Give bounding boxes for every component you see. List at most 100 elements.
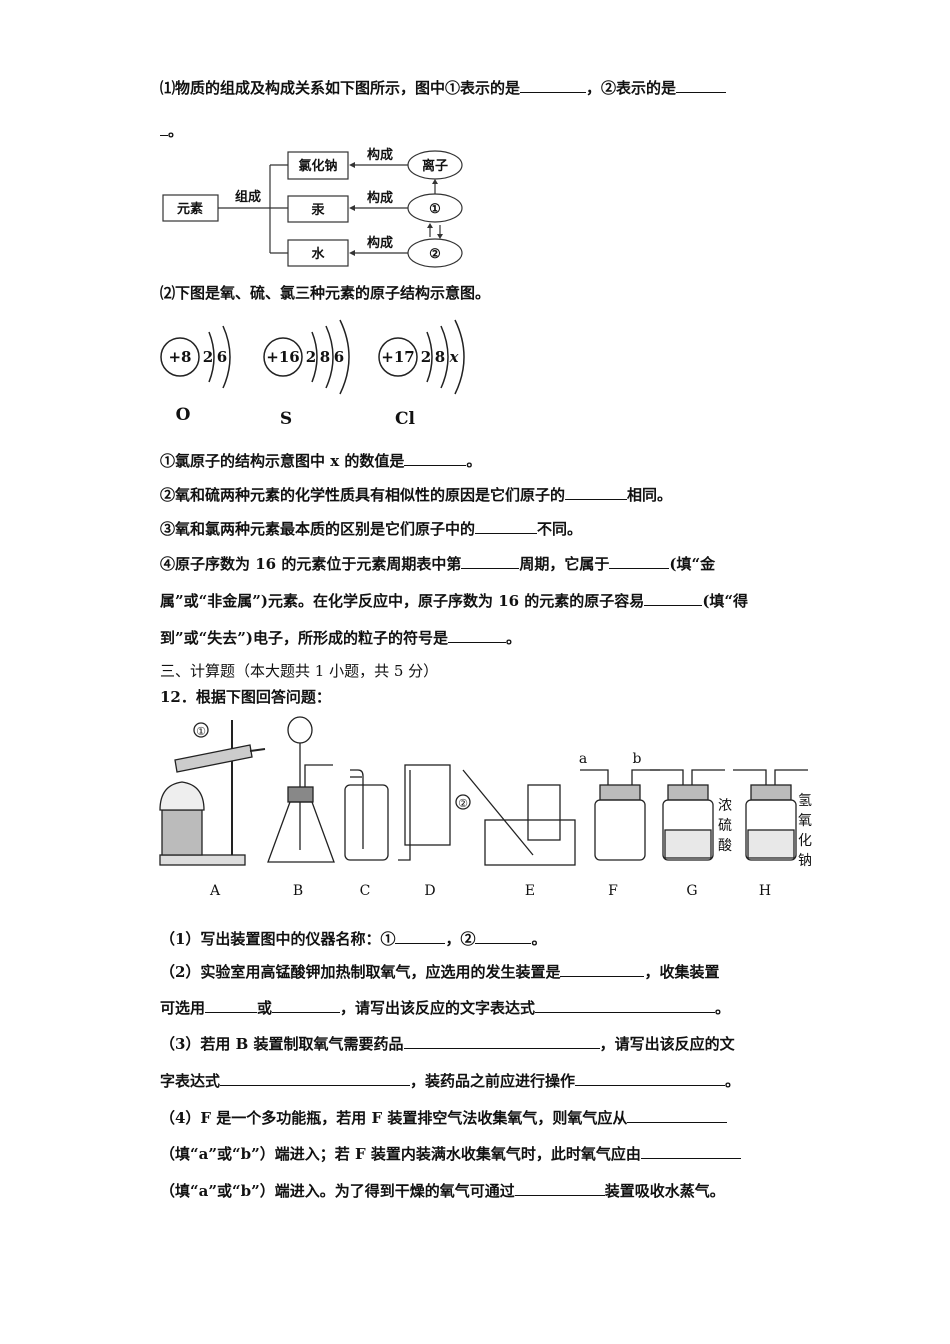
part-3-line1: （3）若用 B 装置制取氧气需要药品 ，请写出该反应的文 [160, 1033, 735, 1054]
text: 字表达式 [160, 1072, 221, 1090]
answer-blank[interactable] [475, 518, 538, 534]
text: 属”或“非金属”)元素。在化学反应中，原子序数为 16 的元素的原子容易 [160, 592, 645, 610]
apparatus-label: B [293, 883, 303, 899]
chlorine-nucleus: +17 [381, 348, 414, 366]
shell-count: 6 [217, 348, 227, 366]
shell-count: 6 [334, 348, 344, 366]
water-box: 水 [311, 246, 325, 262]
sub1: ①氯原子的结构示意图中 x 的数值是 。 [160, 450, 481, 471]
text: 相同。 [627, 486, 673, 504]
port-a-label: a [579, 751, 587, 767]
shell-count: 8 [320, 348, 330, 366]
answer-blank[interactable] [644, 590, 703, 606]
element-box: 元素 [177, 201, 203, 217]
liquid-label: 浓 [718, 798, 732, 814]
oxygen-nucleus: +8 [168, 348, 191, 366]
text: ③氧和氯两种元素最本质的区别是它们原子中的 [160, 520, 476, 538]
liquid-label: 钠 [798, 853, 812, 869]
answer-blank[interactable] [404, 450, 467, 466]
answer-blank[interactable] [520, 77, 587, 93]
text: ，②表示的是 [586, 79, 677, 97]
answer-blank[interactable] [205, 997, 258, 1013]
construct-label: 构成 [367, 235, 393, 251]
sub4-line3: 到”或“失去”)电子，所形成的粒子的符号是。 [160, 627, 521, 648]
composition-diagram: 元素 组成 氯化钠 汞 水 构成 构成 构成 离子 ① ② [162, 147, 463, 268]
mercury-box: 汞 [311, 203, 325, 218]
q2-title: ⑵下图是氧、硫、氯三种元素的原子结构示意图。 [160, 284, 491, 302]
text: ，收集装置 [644, 963, 720, 981]
answer-blank[interactable] [461, 553, 520, 569]
sub2: ②氧和硫两种元素的化学性质具有相似性的原因是它们原子的 相同。 [160, 484, 672, 505]
part-2-line2: 可选用或，请写出该反应的文字表达式。 [160, 997, 730, 1018]
answer-blank[interactable] [220, 1070, 411, 1086]
text: ⑴物质的组成及构成关系如下图所示，图中①表示的是 [160, 79, 521, 97]
apparatus-label: A [209, 883, 221, 899]
text: （填“a”或“b”）端进入；若 F 装置内装满水收集氧气时，此时氧气应由 [160, 1145, 641, 1163]
liquid-label: 酸 [718, 838, 732, 854]
section-heading: 三、计算题（本大题共 1 小题，共 5 分） [160, 662, 439, 680]
construct-label: 构成 [367, 147, 393, 163]
answer-blank[interactable] [627, 1107, 728, 1123]
text: （3）若用 B 装置制取氧气需要药品 [160, 1035, 404, 1053]
answer-blank[interactable] [575, 1070, 726, 1086]
sulfur-nucleus: +16 [266, 348, 299, 366]
apparatus-label: F [608, 883, 618, 899]
q1-line2: 。 [160, 120, 183, 141]
oxygen-symbol: O [176, 405, 191, 425]
text: ，② [445, 930, 476, 948]
text: ，请写出该反应的文 [599, 1035, 735, 1053]
text: ，装药品之前应进行操作 [410, 1072, 576, 1090]
sub4-line1: ④原子序数为 16 的元素位于元素周期表中第 周期，它属于 (填“金 [160, 553, 715, 574]
answer-blank[interactable] [395, 928, 446, 944]
q1-line1: ⑴物质的组成及构成关系如下图所示，图中①表示的是 ，②表示的是 [160, 77, 727, 98]
sub3: ③氧和氯两种元素最本质的区别是它们原子中的 不同。 [160, 518, 582, 539]
instrument-1-marker: ① [196, 725, 206, 738]
sub4-line2: 属”或“非金属”)元素。在化学反应中，原子序数为 16 的元素的原子容易(填“得 [160, 590, 748, 611]
liquid-label: 氧 [798, 813, 812, 829]
answer-blank[interactable] [403, 1033, 600, 1049]
text: (填“金 [669, 555, 716, 573]
shell-count: 8 [435, 348, 445, 366]
text: 装置吸收水蒸气。 [604, 1182, 725, 1200]
answer-blank[interactable] [609, 553, 670, 569]
answer-blank[interactable] [447, 627, 506, 643]
apparatus-label: H [759, 883, 771, 899]
shell-count: 2 [421, 348, 431, 366]
text: 。 [505, 629, 521, 647]
part-2-line1: （2）实验室用高锰酸钾加热制取氧气，应选用的发生装置是 ，收集装置 [160, 961, 719, 982]
text: 周期，它属于 [519, 555, 610, 573]
node-2: ② [429, 247, 441, 262]
answer-blank[interactable] [514, 1180, 605, 1196]
answer-blank[interactable] [475, 928, 532, 944]
apparatus-label: C [360, 883, 371, 899]
answer-blank[interactable] [535, 997, 716, 1013]
text: 。 [466, 452, 482, 470]
answer-blank[interactable] [560, 961, 645, 977]
text: 。 [715, 999, 731, 1017]
text: （1）写出装置图中的仪器名称：① [160, 930, 396, 948]
part-1: （1）写出装置图中的仪器名称：①，②。 [160, 928, 546, 949]
answer-blank[interactable] [640, 1143, 741, 1159]
liquid-label: 化 [798, 833, 812, 849]
shell-count: 2 [203, 348, 213, 366]
answer-blank[interactable] [676, 77, 727, 93]
text: 或 [257, 999, 273, 1017]
answer-blank[interactable] [565, 484, 628, 500]
question-12: 12．根据下图回答问题： [160, 688, 331, 706]
ion-node: 离子 [422, 158, 448, 174]
shell-count: 2 [306, 348, 316, 366]
apparatus-label: G [686, 883, 697, 899]
text: ②氧和硫两种元素的化学性质具有相似性的原因是它们原子的 [160, 486, 566, 504]
apparatus-label: E [525, 883, 535, 899]
answer-blank[interactable] [272, 997, 341, 1013]
part-3-line2: 字表达式 ，装药品之前应进行操作 。 [160, 1070, 740, 1091]
text: ④原子序数为 16 的元素位于元素周期表中第 [160, 555, 462, 573]
text: （2）实验室用高锰酸钾加热制取氧气，应选用的发生装置是 [160, 963, 561, 981]
text: 不同。 [537, 520, 583, 538]
answer-blank[interactable] [160, 120, 168, 136]
text: 。 [725, 1072, 741, 1090]
text: ①氯原子的结构示意图中 x 的数值是 [160, 452, 405, 470]
text: （4）F 是一个多功能瓶，若用 F 装置排空气法收集氧气，则氧气应从 [160, 1109, 628, 1127]
apparatus-label: D [424, 883, 435, 899]
atom-structure-diagrams: +8 2 6 +16 2 8 6 +17 2 8 x O S Cl [160, 319, 465, 429]
